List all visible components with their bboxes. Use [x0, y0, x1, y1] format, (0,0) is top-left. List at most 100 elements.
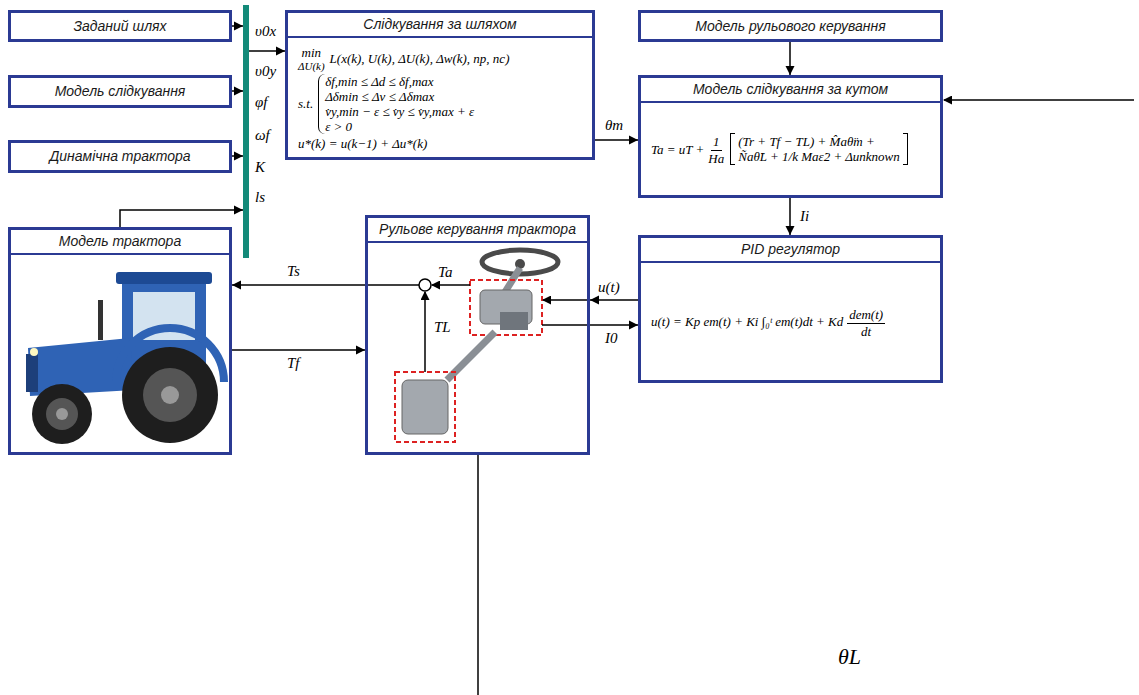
fraction: dem(t)dt: [847, 305, 885, 339]
edge-label-holder: I0: [603, 329, 620, 347]
signal-label: Tf: [285, 355, 302, 371]
signal-name: υ0x: [255, 23, 276, 39]
input-box: Заданий шлях: [8, 10, 232, 42]
motor-dashed-frame: [470, 280, 542, 335]
heading-text: PID регулятор: [741, 241, 840, 257]
fraction: 1Ha: [708, 132, 724, 166]
steering-gear: [402, 380, 448, 434]
formula-row: u*(k) = u(k−1) + Δu*(k): [298, 136, 582, 151]
connector-arrow: [249, 47, 285, 56]
numerator: 1: [711, 132, 722, 151]
process-box: Модель слідкування за кутом Ta = uT + 1Ha (…: [638, 75, 943, 198]
constraint-brace: δf,min ≤ Δd ≤ δf,maxΔδmin ≤ Δv ≤ Δδmaxv̇…: [318, 74, 474, 134]
formula-text: ΔU(k): [298, 60, 325, 72]
arrow-head: [356, 346, 365, 355]
formula-text: dt: [861, 324, 871, 339]
arrow-head: [234, 152, 243, 161]
torque-wire: [432, 284, 470, 286]
formula-text: 1: [713, 134, 720, 149]
bus-signal: ls: [255, 188, 265, 206]
signal-name: υ0y: [255, 63, 276, 79]
signal-wire: [542, 324, 587, 326]
formula-row: Ta = uT + 1Ha (Tr + Tf − TL) + M̂aθ̈m +Ñaθ…: [651, 132, 930, 166]
box-heading: Модель слідкування за кутом: [641, 78, 940, 103]
min-operator: minΔU(k): [298, 45, 325, 72]
heading-text: Модель трактора: [59, 233, 181, 249]
signal-name: ls: [255, 189, 265, 205]
formula-row: minΔU(k) L(x(k), U(k), ΔU(k), Δw(k), np, …: [298, 45, 582, 72]
box-body: [11, 255, 229, 452]
input-box: Динамічна трактора: [8, 140, 232, 173]
connector-line: [232, 349, 365, 351]
front-hub: [56, 408, 68, 420]
bus-signal: φf: [255, 93, 267, 111]
arrow-head: [786, 66, 795, 75]
connector-arrow: [786, 198, 795, 235]
summing-junction: [419, 279, 431, 291]
edge-label-holder: Tf: [285, 354, 302, 372]
controller-box: PID регулятор u(t) = Kp em(t) + Ki ∫₀ᵗ em…: [638, 235, 943, 383]
rear-wheel: [122, 347, 218, 443]
arrow-head: [234, 87, 243, 96]
connector-arrow: [786, 42, 795, 75]
connector-arrow: [595, 136, 638, 145]
connector-arrow: [232, 87, 243, 96]
process-box: Слідкування за шляхом minΔU(k) L(x(k), U(k…: [285, 10, 595, 160]
arrow-head: [629, 321, 638, 330]
label-holder: TL: [432, 318, 453, 337]
signal-name: K: [255, 159, 265, 175]
signal-label: θL: [836, 644, 863, 669]
formula-row: u(t) = Kp em(t) + Ki ∫₀ᵗ em(t)dt + Kd dem…: [651, 305, 930, 339]
signal-label: θm: [603, 117, 625, 133]
rear-rim: [143, 368, 197, 422]
signal-label: Ts: [285, 263, 302, 279]
box-heading: PID регулятор: [641, 238, 940, 263]
gear-dashed-frame: [395, 372, 455, 442]
edge-label-holder: Ts: [285, 262, 302, 280]
heading-text: Рульове керування трактора: [379, 221, 576, 237]
formula-text: δf,min ≤ Δd ≤ δf,max: [325, 74, 474, 89]
arrow-head: [276, 47, 285, 56]
feedback-wire: [477, 455, 479, 695]
torque-wire: [368, 284, 419, 286]
input-box: Модель слідкування: [8, 75, 232, 108]
connector-arrow: [120, 206, 243, 228]
formula-text: Ta = uT +: [651, 142, 704, 157]
formula-text: min: [302, 45, 322, 60]
connector-arrow: [232, 22, 243, 31]
arrow-head: [590, 296, 599, 305]
actuator-box: Рульове керування трактора: [365, 215, 590, 455]
plant-box: Модель трактора: [8, 227, 232, 455]
motor-cylinder: [500, 312, 528, 330]
square-bracket: (Tr + Tf − TL) + M̂aθ̈m +Ñaθ̈L + 1/k Maε…: [730, 133, 908, 165]
heading-text: Модель слідкування: [55, 83, 186, 100]
feedback-wire: [944, 99, 1134, 101]
signal-name: ωf: [255, 127, 270, 143]
edge-label-holder: θm: [603, 116, 625, 134]
signal-bus: υ0xυ0yφfωfKls: [243, 5, 249, 258]
heading-text: Динамічна трактора: [49, 148, 190, 165]
steering-illustration: [368, 250, 587, 442]
numerator: dem(t): [847, 305, 885, 324]
box-heading: Слідкування за шляхом: [288, 13, 592, 38]
torque-wire: [424, 292, 426, 372]
heading-text: Модель слідкування за кутом: [693, 81, 888, 97]
formula-text: Δδmin ≤ Δv ≤ Δδmax: [325, 89, 474, 104]
box-body: u(t) = Kp em(t) + Ki ∫₀ᵗ em(t)dt + Kd dem…: [641, 263, 940, 380]
arrow-head: [786, 226, 795, 235]
arrow-head: [234, 206, 243, 215]
box-body: minΔU(k) L(x(k), U(k), ΔU(k), Δw(k), np, …: [288, 38, 592, 157]
input-box: Модель рульового керування: [638, 10, 943, 42]
connector-arrow: [232, 281, 365, 290]
bus-signal: υ0y: [255, 62, 276, 80]
formula-text: u(t) = Kp em(t) + Ki ∫₀ᵗ em(t)dt + Kd: [651, 314, 843, 329]
connector-arrow: [232, 346, 365, 355]
formula-text: Ha: [708, 151, 724, 166]
signal-name: φf: [255, 94, 267, 110]
formula-text: (Tr + Tf − TL) + M̂aθ̈m +: [738, 134, 900, 149]
arrow-head: [232, 281, 241, 290]
heading-text: Слідкування за шляхом: [363, 16, 516, 32]
formula-text: L(x(k), U(k), ΔU(k), Δw(k), np, nc): [330, 51, 510, 66]
